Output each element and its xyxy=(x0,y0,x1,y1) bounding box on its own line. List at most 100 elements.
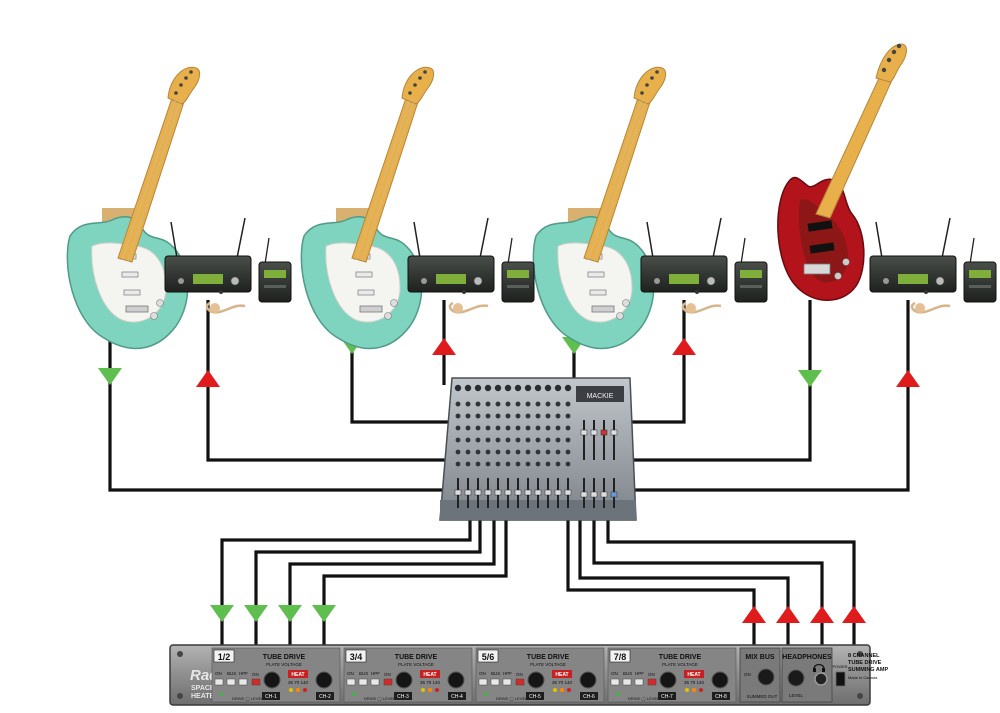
rack-desc-line4: Made in Canada xyxy=(848,675,878,680)
switch-label-on: ON xyxy=(215,671,222,676)
input-arrow-7 xyxy=(798,370,822,387)
heat-label: HEAT xyxy=(291,672,304,678)
wire-8 xyxy=(632,300,910,492)
mixer-channel-strip xyxy=(524,384,532,508)
switch-bus-button[interactable] xyxy=(358,678,368,686)
plate-voltage-label: PLATE VOLTAGE xyxy=(662,662,698,667)
output-arrow-15 xyxy=(810,606,834,623)
tube-on-button[interactable] xyxy=(251,678,261,686)
drive-knob-b[interactable] xyxy=(579,671,597,689)
heat-led xyxy=(553,688,557,692)
mixer-channel-strip xyxy=(534,384,542,508)
tube-on-button[interactable] xyxy=(515,678,525,686)
switch-on-button[interactable] xyxy=(478,678,488,686)
section-label: 3/4 xyxy=(350,652,363,662)
heat-led xyxy=(428,688,432,692)
tube-on-button[interactable] xyxy=(383,678,393,686)
switch-label-on: ON xyxy=(347,671,354,676)
rack-model-line1: SPACE xyxy=(191,685,215,692)
rack-desc-line1: 8 CHANNEL xyxy=(848,653,880,659)
headphones-icon xyxy=(813,663,825,672)
switch-bus-button[interactable] xyxy=(490,678,500,686)
channel-a-label: CH-3 xyxy=(397,694,409,700)
drive-level-label: DRIVE ◯ LEVEL xyxy=(628,696,660,701)
switch-hpf-button[interactable] xyxy=(370,678,380,686)
drive-knob-b[interactable] xyxy=(447,671,465,689)
mixer-channel-strip xyxy=(504,384,512,508)
drive-knob-a[interactable] xyxy=(263,671,281,689)
heat-badge xyxy=(684,670,704,678)
channel-b-tag xyxy=(712,692,730,700)
heat-led xyxy=(296,688,300,692)
guitar-1 xyxy=(66,66,201,350)
drive-level-label: DRIVE ◯ LEVEL xyxy=(496,696,528,701)
tube-drive-title: TUBE DRIVE xyxy=(527,654,570,661)
mixer-master-section xyxy=(580,420,588,508)
wireless-receiver-4 xyxy=(868,216,998,315)
switch-label-bus: BUS xyxy=(623,671,632,676)
drive-knob-b[interactable] xyxy=(315,671,333,689)
switch-on-button[interactable] xyxy=(214,678,224,686)
tube-on-button[interactable] xyxy=(647,678,657,686)
switch-label-on: ON xyxy=(479,671,486,676)
switch-bus-button[interactable] xyxy=(622,678,632,686)
drive-knob-a[interactable] xyxy=(659,671,677,689)
mix-bus-knob[interactable] xyxy=(757,668,775,686)
channel-b-label: CH-2 xyxy=(319,694,331,700)
switch-label-bus: BUS xyxy=(491,671,500,676)
plate-voltage-label: PLATE VOLTAGE xyxy=(266,662,302,667)
heat-led xyxy=(699,688,703,692)
mixer-channel-strip xyxy=(564,384,572,508)
switch-on-button[interactable] xyxy=(346,678,356,686)
mixer-channel-strip xyxy=(544,384,552,508)
channel-a-tag xyxy=(658,692,676,700)
wire-10 xyxy=(254,518,482,648)
mixer-master-section xyxy=(590,420,598,508)
heat-led xyxy=(685,688,689,692)
heat-label: HEAT xyxy=(423,672,436,678)
wire-1 xyxy=(108,300,445,492)
switch-hpf-button[interactable] xyxy=(634,678,644,686)
output-arrow-4 xyxy=(432,338,456,355)
switch-label-bus: BUS xyxy=(359,671,368,676)
on-label: ON xyxy=(252,672,259,677)
drive-knob-b[interactable] xyxy=(711,671,729,689)
on-label: ON xyxy=(648,672,655,677)
tube-drive-title: TUBE DRIVE xyxy=(263,654,306,661)
headphones-label: HEADPHONES xyxy=(782,654,832,661)
headphone-jack[interactable] xyxy=(814,672,828,686)
bass-guitar xyxy=(777,43,907,301)
channel-b-tag xyxy=(580,692,598,700)
voltage-values: 35 70 140 xyxy=(684,680,705,685)
heat-label: HEAT xyxy=(687,672,700,678)
channel-a-tag xyxy=(526,692,544,700)
guitar-3 xyxy=(532,66,667,350)
switch-on-button[interactable] xyxy=(610,678,620,686)
heat-badge xyxy=(288,670,308,678)
input-arrow-11 xyxy=(278,605,302,622)
power-switch[interactable] xyxy=(835,671,846,687)
wire-16 xyxy=(606,518,856,648)
mix-bus-label: MIX BUS xyxy=(745,654,775,661)
drive-knob-a[interactable] xyxy=(527,671,545,689)
switch-label-hpf: HPF xyxy=(239,671,248,676)
mix-bus-on: ON xyxy=(744,672,751,677)
channel-b-tag xyxy=(448,692,466,700)
headphone-level-knob[interactable] xyxy=(787,669,805,687)
voltage-values: 35 70 140 xyxy=(288,680,309,685)
section-label-box xyxy=(609,649,631,663)
mixer-brand: MACKIE xyxy=(587,393,614,400)
switch-hpf-button[interactable] xyxy=(502,678,512,686)
drive-knob-a[interactable] xyxy=(395,671,413,689)
switch-bus-button[interactable] xyxy=(226,678,236,686)
wire-2 xyxy=(206,300,445,462)
drive-level-label: DRIVE ◯ LEVEL xyxy=(364,696,396,701)
rack-desc-line2: TUBE DRIVE xyxy=(848,660,882,666)
channel-a-tag xyxy=(262,692,280,700)
status-led xyxy=(352,692,356,696)
output-arrow-13 xyxy=(742,606,766,623)
switch-hpf-button[interactable] xyxy=(238,678,248,686)
